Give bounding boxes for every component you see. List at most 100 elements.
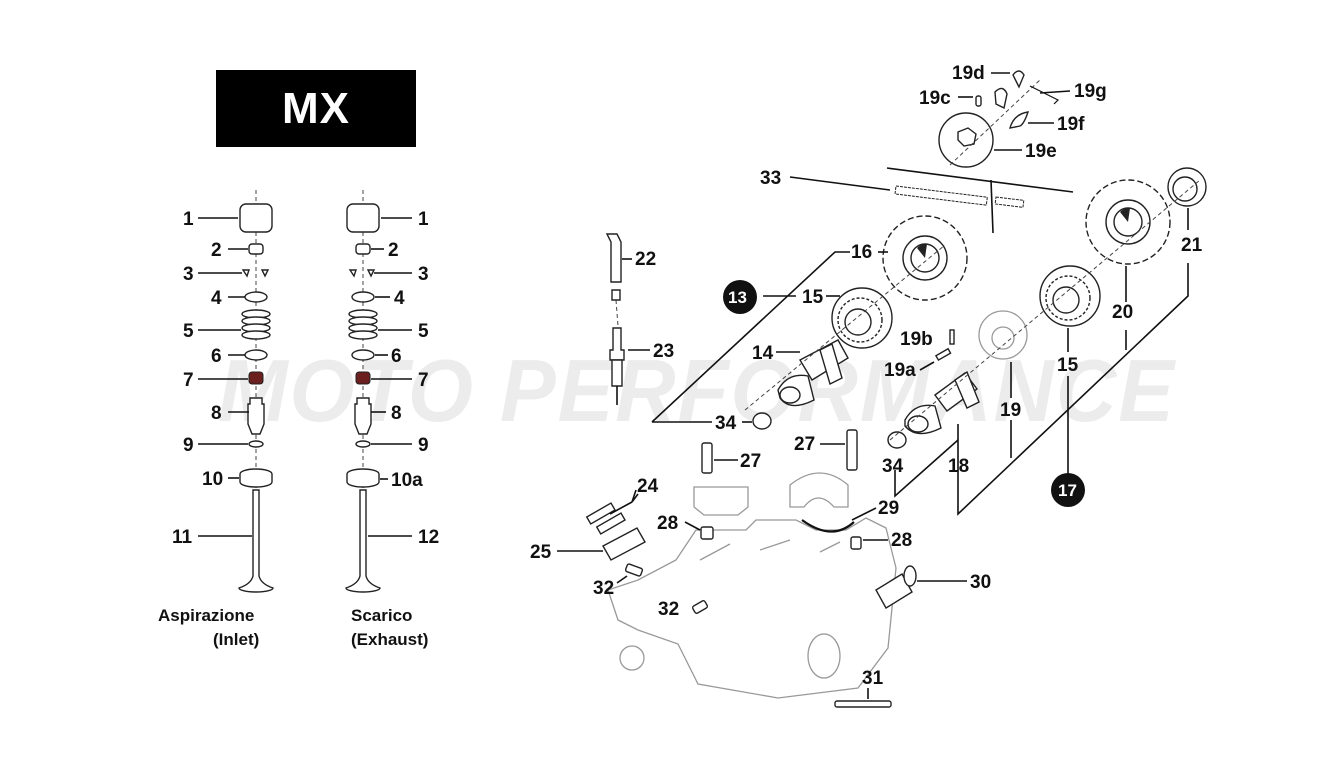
fitting-32-right [691, 600, 709, 614]
decompressor-pin [975, 95, 982, 107]
exhaust-caption: Scarico (Exhaust) [351, 604, 428, 652]
exhaust-cam-end-bearing [1167, 167, 1207, 207]
exhaust-shim [355, 243, 371, 255]
intake-cam-oil-seal [752, 412, 772, 430]
callout-badge-17 [1051, 473, 1085, 507]
exhaust-valve [345, 489, 381, 593]
temperature-sensor [875, 573, 913, 609]
inlet-collets [241, 269, 270, 278]
label-19: 19 [1000, 400, 1021, 421]
reed-petal-2 [595, 512, 626, 535]
exhaust-cam-oil-seal [887, 431, 907, 449]
exhaust-valve-assembly [345, 190, 381, 593]
label-34-exhaust: 34 [882, 456, 904, 477]
label-inlet-2: 2 [211, 240, 222, 261]
watermark: MOTO PERFORMANCE [218, 341, 1176, 440]
intake-parts: 24 25 32 32 [530, 476, 709, 620]
cam-caps: 27 27 29 28 28 [657, 429, 912, 551]
label-exhaust-3: 3 [418, 264, 429, 285]
decompressor-pins: 19b 19a [884, 329, 955, 381]
label-16: 16 [851, 242, 872, 263]
label-22: 22 [635, 249, 656, 270]
label-exhaust-6: 6 [391, 346, 402, 367]
exhaust-caption-line2: (Exhaust) [351, 630, 429, 649]
label-exhaust-1: 1 [418, 209, 429, 230]
model-badge: MX [216, 70, 416, 147]
label-exhaust-7: 7 [418, 370, 429, 391]
exhaust-bucket-tappet [346, 203, 380, 233]
reed-petal-1 [585, 502, 616, 525]
inlet-labels: 1 2 3 4 5 6 7 8 9 10 11 [172, 209, 252, 548]
label-19b: 19b [900, 329, 933, 350]
label-29: 29 [878, 498, 899, 519]
exhaust-labels: 1 2 3 4 5 6 7 8 9 10a 12 [368, 209, 439, 548]
cam-cap-right [789, 472, 849, 508]
label-inlet-6: 6 [211, 346, 222, 367]
fitting-32-left [624, 563, 644, 577]
sensor-and-stud: 30 31 [834, 565, 991, 708]
exhaust-camshaft [904, 370, 980, 435]
temperature-sensor-head [903, 565, 917, 587]
key-19a [934, 347, 952, 362]
inlet-valve-assembly [238, 190, 274, 593]
exhaust-group-leaders: 21 20 15 19 18 34 17 [882, 208, 1203, 516]
label-19c: 19c [919, 88, 951, 109]
label-31: 31 [862, 668, 884, 689]
inlet-shim [248, 243, 264, 255]
reed-block [602, 527, 646, 561]
label-24: 24 [637, 476, 659, 497]
inlet-bucket-tappet [239, 203, 273, 233]
exhaust-caption-line1: Scarico [351, 606, 413, 625]
label-14: 14 [752, 343, 774, 364]
inlet-circlip [248, 440, 264, 448]
label-inlet-10: 10 [202, 469, 223, 490]
label-32-left: 32 [593, 578, 614, 599]
label-27-left: 27 [740, 451, 761, 472]
inlet-spring-retainer [244, 291, 268, 303]
exhaust-cam-bearing [1039, 265, 1101, 327]
intake-camshaft [777, 339, 849, 407]
label-19f: 19f [1057, 114, 1085, 135]
decompressor-labels: 19d 19c 19g 19f 19e [919, 63, 1107, 162]
timing-chain: 33 [760, 167, 1074, 234]
inlet-spring [241, 309, 271, 340]
label-19d: 19d [952, 63, 985, 84]
decompressor-weight [994, 87, 1008, 110]
decompressor-spring [1029, 85, 1060, 105]
label-32-right: 32 [658, 599, 679, 620]
spark-plug-thread [611, 359, 623, 387]
label-exhaust-12: 12 [418, 527, 439, 548]
spark-plug-assembly: 22 23 [605, 233, 674, 405]
inlet-valve [238, 489, 274, 593]
cam-bearing-shell [801, 519, 855, 533]
pin-19b [949, 329, 955, 345]
label-13: 13 [728, 288, 747, 307]
dowel-28-left [700, 526, 714, 540]
bolt-27-left [701, 442, 713, 474]
inlet-caption: Aspirazione (Inlet) [158, 604, 259, 652]
label-inlet-7: 7 [183, 370, 194, 391]
label-25: 25 [530, 542, 552, 563]
plug-cap-boot [611, 289, 621, 301]
decompressor-disc [978, 310, 1028, 360]
inlet-caption-line1: Aspirazione [158, 606, 255, 625]
label-23: 23 [653, 341, 674, 362]
inlet-spring-seat [244, 349, 268, 361]
chain-segment-2 [994, 196, 1025, 208]
inlet-valve-guide [247, 397, 265, 435]
exhaust-sprocket [1085, 179, 1171, 265]
callout-badge-13 [723, 280, 757, 314]
label-15-intake: 15 [802, 287, 824, 308]
bolt-27-right [846, 429, 858, 471]
label-exhaust-9: 9 [418, 435, 429, 456]
inlet-valve-seat [239, 468, 273, 488]
cam-cap-left [693, 486, 749, 516]
exhaust-valve-seat [346, 468, 380, 488]
inlet-stem-seal [248, 371, 264, 385]
label-15-exhaust: 15 [1057, 355, 1079, 376]
plug-cap [605, 233, 622, 283]
inlet-caption-line2: (Inlet) [213, 630, 260, 649]
cylinder-head [607, 517, 897, 699]
intake-cam-bearing [831, 287, 893, 349]
